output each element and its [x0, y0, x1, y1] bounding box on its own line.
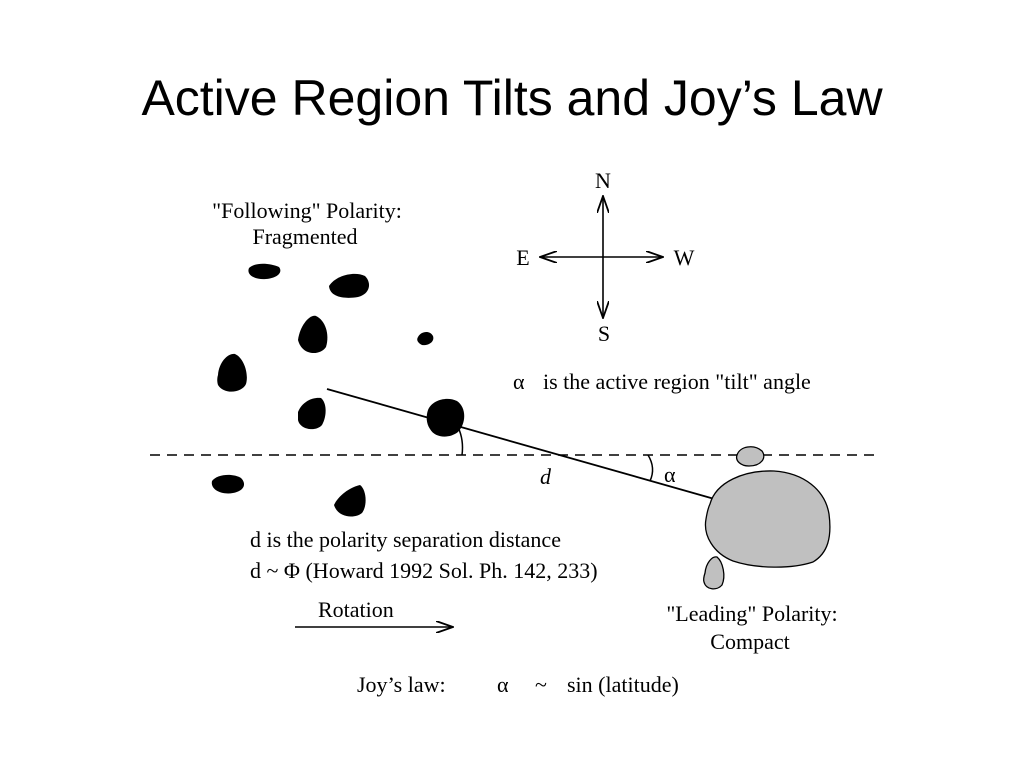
tilt-angle-arc-following: [457, 426, 464, 456]
following-spot: [298, 397, 326, 430]
separation-distance-symbol: d: [540, 464, 552, 489]
following-polarity-spots: [211, 263, 465, 517]
following-spot: [417, 331, 434, 346]
joys-law-rhs: sin (latitude): [567, 672, 679, 697]
following-spot: [217, 353, 247, 392]
compass-south-label: S: [598, 321, 610, 346]
following-spot: [211, 474, 245, 494]
leading-polarity-sublabel: Compact: [710, 629, 789, 654]
joys-law-tilde: ~: [535, 672, 547, 697]
tilt-angle-arc-leading: [647, 454, 654, 482]
slide-title: Active Region Tilts and Joy’s Law: [141, 70, 883, 126]
following-spot: [329, 273, 370, 298]
leading-spot-small-bottom: [702, 556, 725, 590]
following-spot: [248, 263, 281, 280]
compass-north-label: N: [595, 168, 611, 193]
following-polarity-label: "Following" Polarity:: [212, 198, 402, 223]
following-polarity-sublabel: Fragmented: [252, 224, 357, 249]
separation-caption-line2: d ~ Φ (Howard 1992 Sol. Ph. 142, 233): [250, 558, 598, 583]
tilt-angle-symbol: α: [664, 462, 676, 487]
leading-polarity-spots: [702, 446, 831, 590]
joys-law-alpha: α: [497, 672, 509, 697]
leading-polarity-label: "Leading" Polarity:: [666, 601, 837, 626]
following-spot: [298, 315, 328, 354]
tilt-caption-symbol: α: [513, 369, 525, 394]
tilt-axis-line: [326, 388, 719, 501]
rotation-label: Rotation: [318, 597, 394, 622]
tilt-caption-text: is the active region "tilt" angle: [543, 369, 811, 394]
compass: N S E W: [516, 168, 694, 346]
leading-spot-main: [704, 470, 831, 568]
following-spot: [426, 398, 465, 437]
separation-caption-line1: d is the polarity separation distance: [250, 527, 561, 552]
compass-east-label: E: [516, 245, 529, 270]
joys-law-label: Joy’s law:: [357, 672, 446, 697]
compass-west-label: W: [674, 245, 695, 270]
leading-spot-small-top: [735, 446, 765, 467]
following-spot: [334, 485, 366, 517]
